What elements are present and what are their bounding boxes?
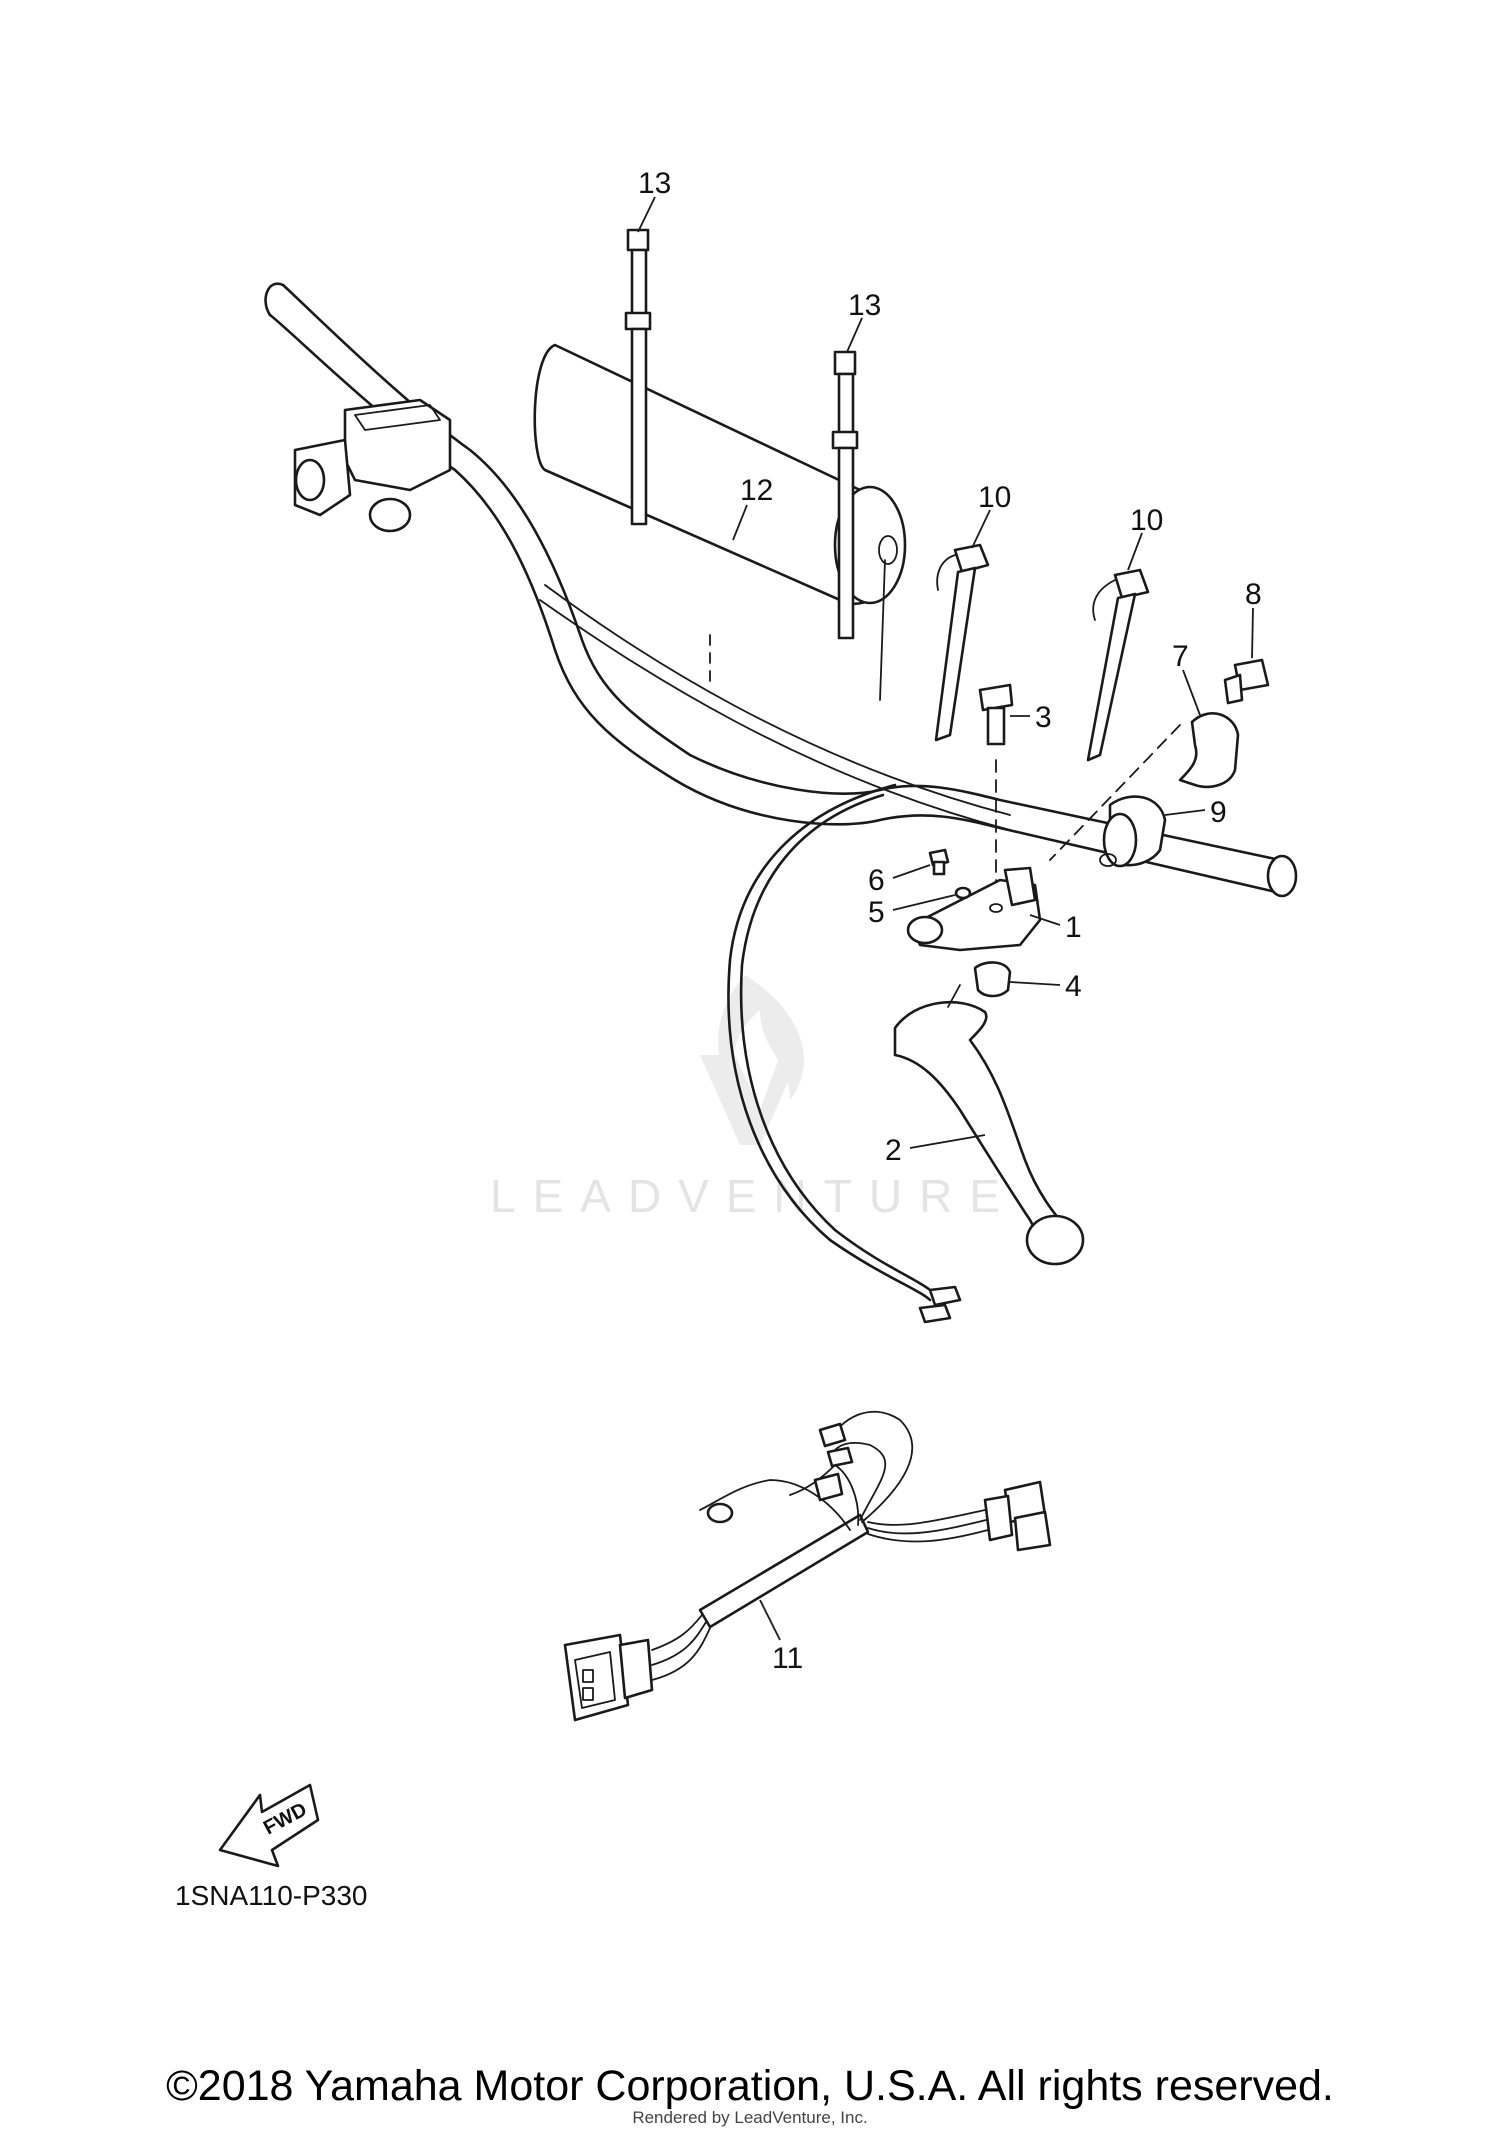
watermark-text: LEADVENTURE bbox=[490, 1170, 1017, 1222]
lever-2 bbox=[893, 984, 1085, 1266]
bolt-8 bbox=[1223, 658, 1270, 705]
callout-10b: 10 bbox=[1130, 504, 1163, 537]
nut-4 bbox=[973, 961, 1012, 998]
callout-2: 2 bbox=[885, 1134, 902, 1167]
fwd-arrow-icon: FWD bbox=[218, 1783, 320, 1868]
cable-tie-13b bbox=[831, 350, 859, 640]
callout-13b: 13 bbox=[848, 289, 881, 322]
clamp-7 bbox=[1049, 712, 1240, 861]
washer-5 bbox=[954, 886, 972, 900]
copyright-notice: ©2018 Yamaha Motor Corporation, U.S.A. A… bbox=[166, 2062, 1334, 2110]
callout-1: 1 bbox=[1065, 911, 1082, 944]
callout-7: 7 bbox=[1172, 640, 1189, 673]
callout-5: 5 bbox=[868, 896, 885, 929]
callout-12: 12 bbox=[740, 474, 773, 507]
bolt-3 bbox=[978, 683, 1014, 911]
callout-4: 4 bbox=[1065, 970, 1082, 1003]
switch-cable bbox=[727, 783, 962, 1324]
diagram-code: 1SNA110-P330 bbox=[175, 1880, 368, 1911]
leader-lines bbox=[637, 196, 1254, 1641]
leadventure-watermark: LEADVENTURE bbox=[490, 975, 1017, 1222]
cable-tie-13a bbox=[624, 228, 652, 526]
bolt-6 bbox=[928, 848, 950, 876]
wire-harness-11 bbox=[563, 1410, 1052, 1722]
callout-10a: 10 bbox=[978, 481, 1011, 514]
callout-9: 9 bbox=[1210, 796, 1227, 829]
callout-13a: 13 bbox=[638, 167, 671, 200]
callout-3: 3 bbox=[1035, 701, 1052, 734]
cable-tie-10a bbox=[934, 543, 990, 742]
callout-6: 6 bbox=[868, 864, 885, 897]
callout-8: 8 bbox=[1245, 578, 1262, 611]
lever-bracket-1 bbox=[906, 866, 1042, 952]
callout-11: 11 bbox=[772, 1642, 803, 1675]
cable-tie-10b bbox=[1086, 568, 1150, 762]
holder-9 bbox=[1099, 795, 1167, 868]
rendered-by-notice: Rendered by LeadVenture, Inc. bbox=[632, 2108, 868, 2127]
